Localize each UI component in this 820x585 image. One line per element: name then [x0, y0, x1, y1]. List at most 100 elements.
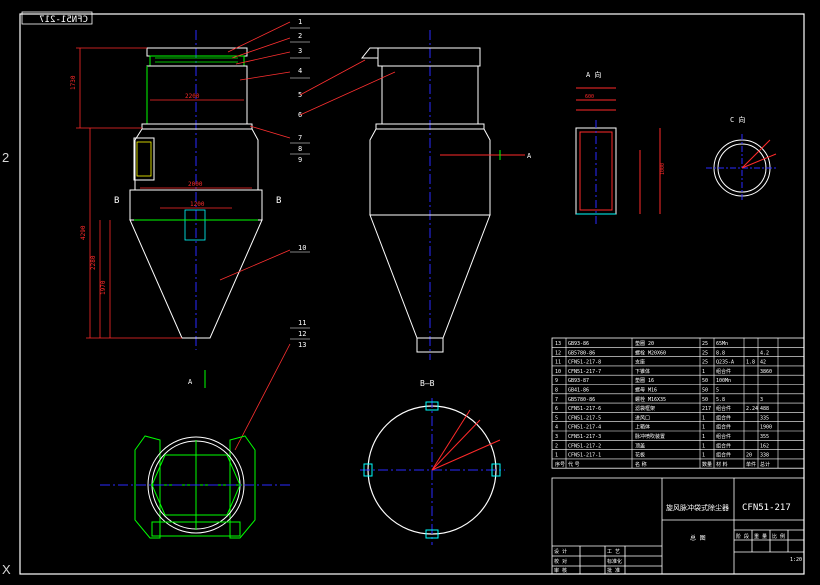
bom-cell-code: CFN51-217-3 [568, 434, 601, 440]
drawing-number: CFN51-217 [742, 503, 791, 513]
bom-cell-no: 10 [555, 369, 561, 375]
bom-cell-w1: 20 [746, 453, 752, 459]
dim-inlet-width: 600 [585, 94, 594, 100]
section-b-b: B—B [360, 379, 505, 545]
callout-8: 8 [298, 145, 302, 153]
bom-cell-qty: 25 [702, 350, 708, 356]
bom-header-cell: 总计 [760, 461, 770, 468]
product-name: 旋风脉冲袋式除尘器 [666, 503, 729, 512]
stage-label: 阶 段 [736, 533, 749, 540]
title-sign-cells: 设 计 校 对 审 核 工 艺 标准化 批 准 阶 段 重 量 比 例 [554, 533, 785, 574]
detail-view-c-title: C 向 [730, 115, 745, 124]
dim-cone-height: 2280 [90, 255, 97, 270]
bom-cell-no: 5 [555, 415, 558, 421]
bom-cell-no: 1 [555, 453, 558, 459]
bom-cell-name: 垫圈 20 [635, 340, 654, 347]
bom-cell-no: 4 [555, 425, 558, 431]
section-b-left: B [114, 196, 119, 206]
bom-cell-w2: 3860 [760, 369, 772, 375]
bom-header-cell: 材 料 [716, 461, 728, 468]
detail-view-a: A 向 600 1000 [575, 70, 666, 225]
bom-cell-mat: 65Mn [716, 341, 728, 347]
dim-cyl-height: 1970 [100, 280, 107, 295]
margin-label-bottom: X [2, 562, 11, 577]
bom-cell-w1: 1.8 [746, 360, 755, 366]
dim-inlet-height: 1000 [660, 163, 666, 175]
mirrored-title: CFN51-217 [39, 15, 88, 25]
bom-cell-code: CFN51-217-1 [568, 453, 601, 459]
bom-cell-name: 垫圈 16 [635, 377, 654, 384]
bom-cell-code: CFN51-217-5 [568, 415, 601, 421]
bom-cell-code: CFN51-217-8 [568, 360, 601, 366]
sign-process: 工 艺 [607, 549, 620, 555]
bom-cell-w2: 42 [760, 360, 766, 366]
bom-cell-name: 花板 [635, 452, 645, 459]
bom-cell-mat: 组合件 [716, 424, 731, 431]
bom-cell-code: GB5780-86 [568, 397, 595, 403]
side-view: A [360, 30, 532, 360]
bom-cell-name: 进风口 [635, 414, 650, 421]
sign-approve: 批 准 [607, 567, 620, 574]
bom-cell-qty: 1 [702, 453, 705, 459]
bom-header-cell: 代 号 [568, 461, 580, 468]
detail-view-a-title: A 向 [586, 70, 601, 79]
detail-view-c: C 向 [706, 115, 778, 202]
callout-9: 9 [298, 156, 302, 164]
callout-12: 12 [298, 330, 306, 338]
view-arrow-a: A [188, 378, 193, 386]
bom-cell-mat: 组合件 [716, 414, 731, 421]
dim-upper-height: 1730 [70, 75, 77, 90]
bom-cell-no: 9 [555, 378, 558, 384]
bom-cell-w2: 3 [760, 397, 763, 403]
bom-cell-name: 上箱体 [635, 424, 650, 431]
bom-cell-w2: 335 [760, 415, 769, 421]
bom-cell-mat: 5 [716, 388, 719, 394]
bom-cell-code: GB5780-86 [568, 350, 595, 356]
scale-label: 比 例 [772, 533, 785, 540]
callout-10: 10 [298, 244, 306, 252]
sign-review: 审 核 [554, 567, 567, 574]
callout-4: 4 [298, 67, 302, 75]
bom-cell-qty: 1 [702, 415, 705, 421]
bom-header-cell: 单件 [746, 461, 756, 468]
bom-cell-no: 8 [555, 388, 558, 394]
bom-cell-qty: 1 [702, 425, 705, 431]
callout-3: 3 [298, 47, 302, 55]
callout-13: 13 [298, 341, 306, 349]
title-scale: 1:20 [790, 557, 802, 563]
bom-cell-w2: 488 [760, 406, 769, 412]
bom-cell-name: 螺栓 M20X60 [635, 349, 666, 356]
callout-11: 11 [298, 319, 306, 327]
bom-cell-code: GB93-86 [568, 341, 589, 347]
bom-cell-w1: 2.24 [746, 406, 758, 412]
dim-cone-width: 1200 [190, 201, 205, 208]
title-company: 总 图 [690, 534, 706, 542]
svg-text:A: A [527, 152, 532, 160]
bom-cell-w2: 162 [760, 443, 769, 449]
bom-cell-no: 12 [555, 350, 561, 356]
bom-cell-mat: 组合件 [716, 442, 731, 449]
callouts-front [219, 21, 291, 451]
bom-cell-mat: 8.8 [716, 350, 725, 356]
bom-cell-name: 支座 [635, 359, 645, 366]
bom-cell-qty: 25 [702, 341, 708, 347]
side-leaders [299, 59, 396, 116]
bom-cell-mat: 组合件 [716, 368, 731, 375]
callout-1: 1 [298, 18, 302, 26]
bom-cell-name: 顶盖 [635, 442, 645, 449]
bom-cell-qty: 25 [702, 360, 708, 366]
weight-label: 重 量 [754, 533, 767, 540]
bom-cell-w2: 4.2 [760, 350, 769, 356]
bom-cell-no: 13 [555, 341, 561, 347]
bom-cell-qty: 217 [702, 406, 711, 412]
bom-cell-name: 螺母 M16 [635, 387, 657, 394]
sign-standard: 标准化 [607, 558, 622, 565]
bottom-view-a [100, 435, 290, 539]
bom-cell-no: 11 [555, 360, 561, 366]
bom-cell-name: 脉冲喷吹装置 [635, 433, 665, 440]
section-b-right: B [276, 196, 281, 206]
bom-cell-mat: 组合件 [716, 433, 731, 440]
drawing-frame [19, 13, 805, 575]
